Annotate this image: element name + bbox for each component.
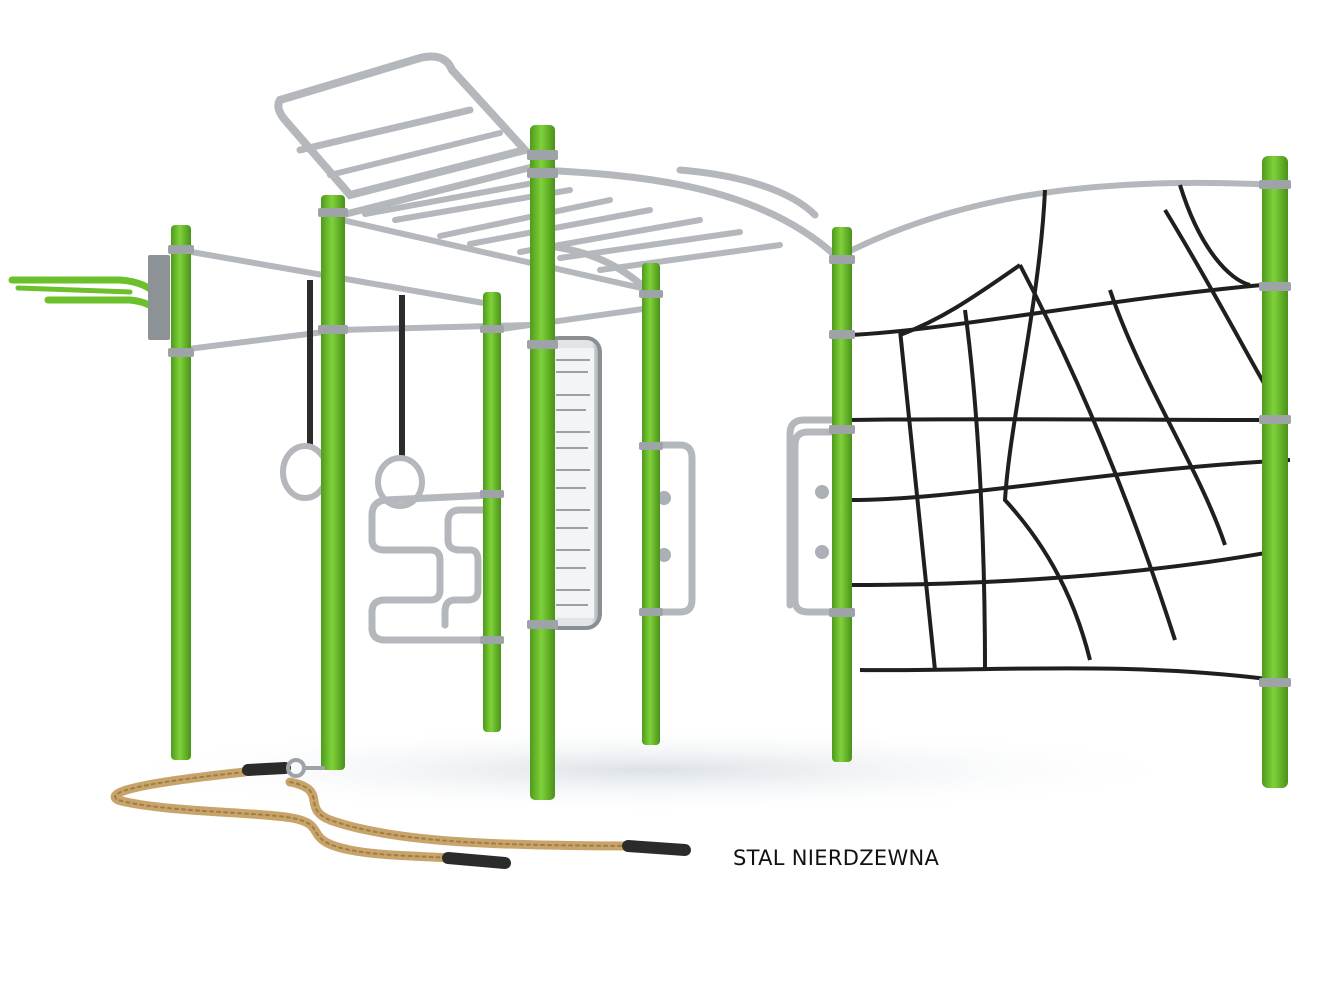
post-4 (530, 125, 555, 800)
post-5 (642, 263, 660, 745)
handle-knobs (657, 485, 829, 562)
climbing-net (849, 184, 1291, 682)
post-1 (171, 225, 191, 760)
climbing-handles (644, 416, 844, 616)
post-6 (832, 227, 852, 762)
rope-anchor (286, 758, 325, 778)
post-7 (1262, 156, 1288, 788)
ground-shadow (90, 725, 1210, 815)
gymnastic-rings (280, 280, 425, 509)
serpentine-bar (368, 491, 496, 644)
material-caption: STAL NIERDZEWNA (733, 846, 940, 870)
post-3 (483, 292, 501, 732)
post-2 (321, 195, 345, 770)
battle-rope (110, 767, 633, 863)
dip-bars (8, 276, 164, 316)
dip-bar-bracket (148, 255, 170, 340)
green-posts (171, 125, 1288, 800)
post-clamps (168, 150, 1291, 687)
rope-grips (242, 762, 691, 869)
